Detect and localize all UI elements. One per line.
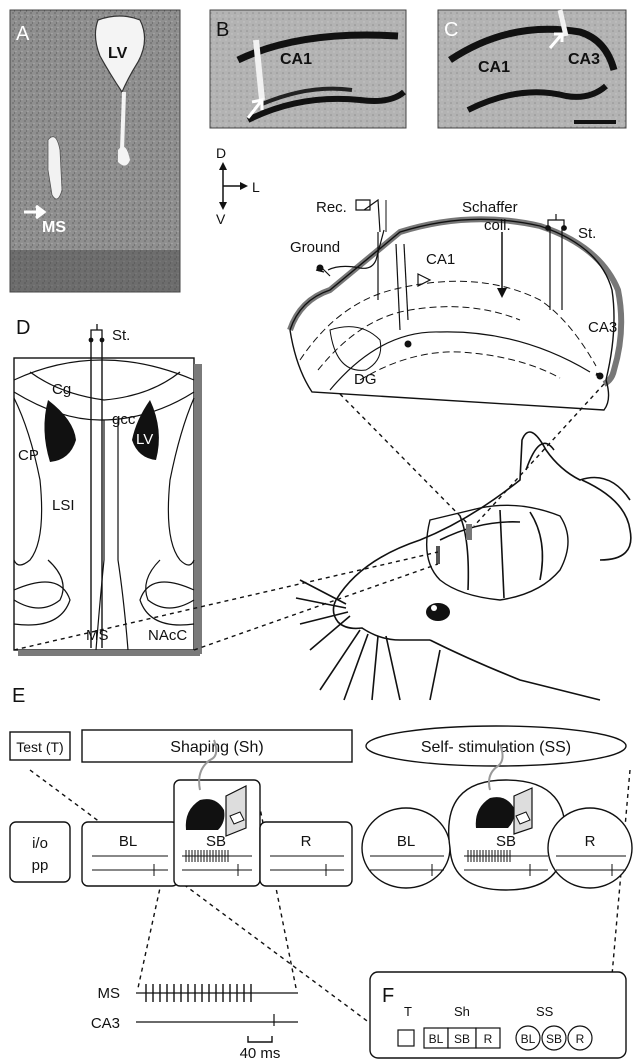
sh-sb-label: SB bbox=[206, 833, 226, 850]
ca1-label-schematic: CA1 bbox=[426, 251, 455, 268]
rat-head-drawing bbox=[296, 432, 631, 700]
dg-label: DG bbox=[354, 371, 377, 388]
orientation-compass: D L V bbox=[216, 145, 260, 227]
panel-e: E Test (T) Shaping (Sh) Self- stimulatio… bbox=[10, 685, 632, 890]
panel-c-letter: C bbox=[444, 19, 458, 41]
panel-f-sh-r-label: R bbox=[484, 1032, 493, 1046]
ground-label: Ground bbox=[290, 239, 340, 256]
panel-f-ss-sb-label: SB bbox=[546, 1032, 562, 1046]
trace-detail: MS CA3 40 ms bbox=[91, 984, 298, 1062]
panel-b-ca1-label: CA1 bbox=[280, 51, 312, 68]
panel-f-sh-label: Sh bbox=[454, 1004, 470, 1019]
panel-f-ss-r-label: R bbox=[576, 1032, 585, 1046]
panel-d-cp-label: CP bbox=[18, 447, 39, 464]
panel-f-t-label: T bbox=[404, 1004, 412, 1019]
trace-ca3-label: CA3 bbox=[91, 1015, 120, 1032]
panel-d-lsi-label: LSI bbox=[52, 497, 75, 514]
panel-f-ss-label: SS bbox=[536, 1004, 554, 1019]
time-scale-label: 40 ms bbox=[240, 1045, 281, 1062]
panel-d-lv-label: LV bbox=[136, 431, 153, 448]
panel-a-ms-label: MS bbox=[42, 219, 66, 236]
panel-a-lv-label: LV bbox=[108, 45, 128, 62]
panel-f: F T Sh SS BL SB R BL SB R bbox=[370, 972, 626, 1058]
ss-sb-label: SB bbox=[496, 833, 516, 850]
pp-label: pp bbox=[32, 857, 49, 874]
orient-d: D bbox=[216, 145, 226, 161]
self-stim-label: Self- stimulation (SS) bbox=[421, 739, 571, 756]
st-label-hippocampus: St. bbox=[578, 225, 596, 242]
ca3-label-schematic: CA3 bbox=[588, 319, 617, 336]
panel-d-letter: D bbox=[16, 317, 30, 339]
panel-a: A LV MS bbox=[10, 10, 180, 292]
rat-eye bbox=[426, 603, 450, 621]
coll-label: coll. bbox=[484, 217, 511, 234]
ms-electrode-marker bbox=[436, 546, 440, 564]
panel-f-sh-sb-label: SB bbox=[454, 1032, 470, 1046]
panel-d-cg-label: Cg bbox=[52, 381, 71, 398]
panel-f-letter: F bbox=[382, 985, 394, 1007]
panel-c-ca3-label: CA3 bbox=[568, 51, 600, 68]
sh-bl-box bbox=[82, 822, 178, 886]
panel-d-ms-label: MS bbox=[86, 627, 109, 644]
ss-lever-panel bbox=[514, 788, 532, 834]
trace-ms-label: MS bbox=[98, 985, 121, 1002]
rec-label: Rec. bbox=[316, 199, 347, 216]
schaffer-label: Schaffer bbox=[462, 199, 518, 216]
sh-r-label: R bbox=[301, 833, 312, 850]
panel-b: B CA1 bbox=[210, 10, 406, 128]
io-label: i/o bbox=[32, 835, 48, 852]
panel-d-st-label: St. bbox=[112, 327, 130, 344]
panel-e-letter: E bbox=[12, 685, 25, 707]
hippocampus-diagram bbox=[290, 200, 621, 410]
scale-bar bbox=[574, 120, 616, 124]
hippocampus-electrode-marker bbox=[466, 524, 472, 540]
orient-l: L bbox=[252, 179, 260, 195]
panel-f-ss-bl-label: BL bbox=[521, 1032, 536, 1046]
sh-r-box bbox=[260, 822, 352, 886]
panel-d-nacc-label: NAcC bbox=[148, 627, 187, 644]
panel-a-letter: A bbox=[16, 23, 30, 45]
test-label: Test (T) bbox=[16, 739, 63, 755]
ss-bl-label: BL bbox=[397, 833, 415, 850]
sh-sb-stim-train bbox=[186, 850, 228, 862]
panel-d: D St. Cg gcc CP LV LSI MS NAcC bbox=[14, 317, 202, 656]
panel-c: C CA1 CA3 bbox=[438, 10, 626, 128]
panel-b-letter: B bbox=[216, 19, 229, 41]
orient-v: V bbox=[216, 211, 226, 227]
ss-sb-stim-train bbox=[468, 850, 510, 862]
time-scale-bracket bbox=[248, 1036, 272, 1042]
panel-f-sh-bl-label: BL bbox=[429, 1032, 444, 1046]
sh-bl-label: BL bbox=[119, 833, 137, 850]
panel-d-gcc-label: gcc bbox=[112, 411, 136, 428]
ss-r-label: R bbox=[585, 833, 596, 850]
panel-f-t-box bbox=[398, 1030, 414, 1046]
panel-c-ca1-label: CA1 bbox=[478, 59, 510, 76]
